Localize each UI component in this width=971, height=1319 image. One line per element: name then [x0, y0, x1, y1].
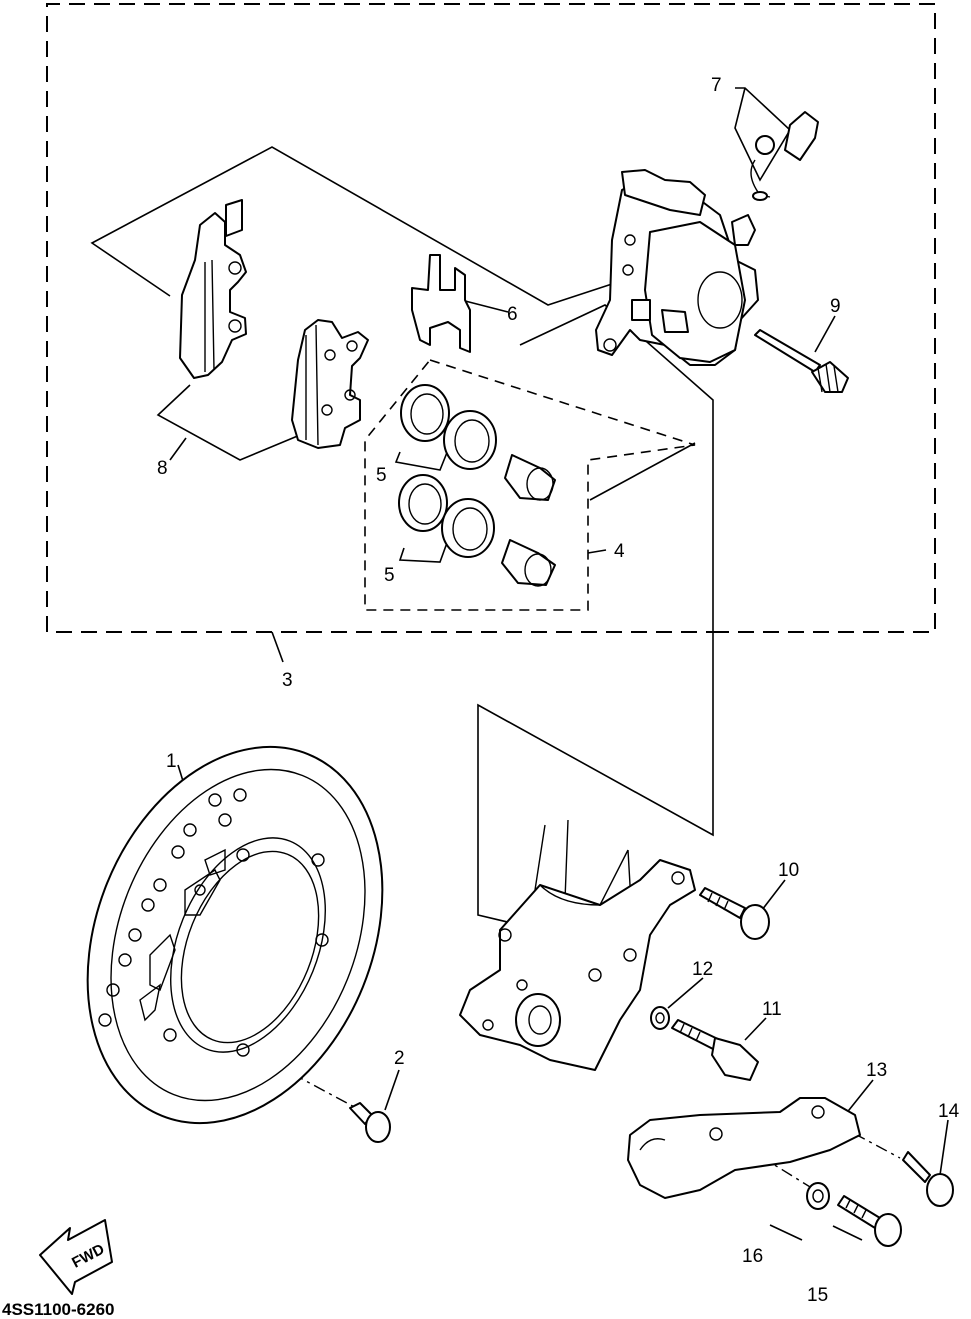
callout-16: 16 — [742, 1246, 763, 1267]
bolt-10 — [699, 887, 770, 940]
callout-15: 15 — [807, 1285, 828, 1306]
callout-13: 13 — [866, 1060, 887, 1081]
callout-6: 6 — [507, 304, 518, 325]
seal-kit-frame — [364, 359, 696, 611]
caliper-bracket — [459, 819, 696, 1071]
callout-1: 1 — [166, 751, 177, 772]
brake-pad-left — [179, 199, 247, 379]
callout-14: 14 — [938, 1101, 960, 1122]
bolt-15 — [837, 1195, 902, 1247]
callout-numbers: 1 2 3 4 5 5 6 7 8 9 10 11 12 13 14 15 16 — [157, 75, 960, 1306]
bolt-14 — [902, 1151, 954, 1207]
caliper-body — [595, 169, 759, 366]
disc-bolt — [349, 1102, 391, 1143]
callout-5-upper: 5 — [376, 465, 387, 486]
callout-3: 3 — [282, 670, 293, 691]
bolt-11 — [671, 1019, 759, 1081]
callout-5-lower: 5 — [384, 565, 395, 586]
disc-protector — [627, 1097, 861, 1199]
disc-holes — [98, 788, 329, 1057]
piston-seals — [398, 384, 497, 558]
callout-8: 8 — [157, 458, 168, 479]
caliper-assembly-frame — [46, 3, 936, 633]
callout-12: 12 — [692, 959, 713, 980]
fwd-arrow-icon: FWD — [39, 1219, 113, 1295]
pistons — [501, 454, 556, 587]
pad-spring — [411, 254, 471, 353]
bleed-screw — [750, 111, 819, 201]
part-code: 4SS1100-6260 — [2, 1300, 115, 1319]
callout-9: 9 — [830, 296, 841, 317]
brake-pad-right — [291, 319, 369, 449]
brake-disc — [86, 745, 384, 1125]
washer-12 — [650, 1006, 670, 1030]
callout-7: 7 — [711, 75, 722, 96]
callout-4: 4 — [614, 541, 625, 562]
callout-10: 10 — [778, 860, 799, 881]
callout-2: 2 — [394, 1048, 405, 1069]
washer-16 — [806, 1182, 830, 1210]
callout-11: 11 — [762, 999, 782, 1020]
pad-pin — [754, 329, 849, 393]
